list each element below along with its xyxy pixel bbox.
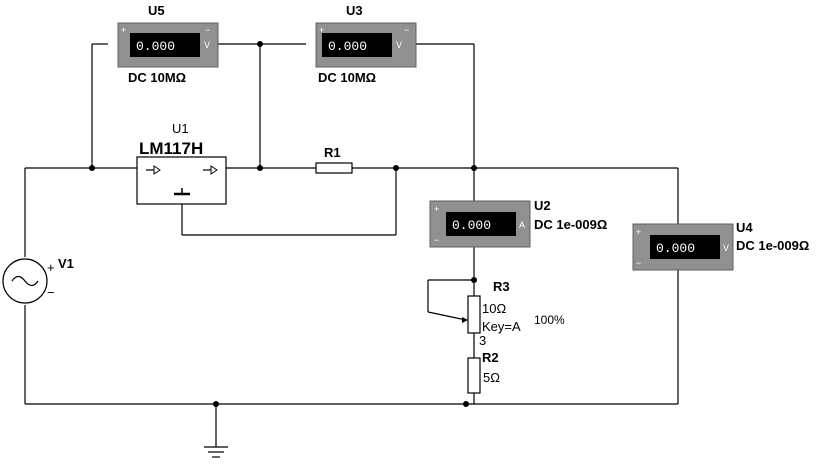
junction-dot xyxy=(257,165,263,171)
u4-label: U4 xyxy=(736,220,753,235)
u3-label: U3 xyxy=(346,3,363,18)
u2-plus-sign: + xyxy=(434,204,439,214)
u5-mode: DC 10MΩ xyxy=(128,70,186,85)
ammeter-u2[interactable]: 0.000 + − A U2 DC 1e-009Ω xyxy=(429,198,607,248)
u2-minus-sign: − xyxy=(434,235,439,245)
source-plus-sign: + xyxy=(47,260,55,275)
junction-dot xyxy=(463,401,469,407)
source-label: V1 xyxy=(58,256,74,271)
source-minus-sign: − xyxy=(47,285,55,300)
junction-dot xyxy=(257,41,263,47)
u5-unit: V xyxy=(204,40,210,50)
u4-reading: 0.000 xyxy=(656,241,695,256)
r2-label: R2 xyxy=(482,350,499,365)
u5-reading: 0.000 xyxy=(136,39,175,54)
r2-body xyxy=(467,357,481,394)
r3-value: 10Ω xyxy=(482,301,506,316)
voltage-source-v1[interactable]: + − V1 xyxy=(2,256,74,304)
junction-dot xyxy=(89,165,95,171)
junction-dots xyxy=(89,41,477,407)
u4-plus-sign: + xyxy=(636,227,641,237)
regulator-u1[interactable]: U1 LM117H xyxy=(136,121,227,205)
regulator-ref-label: U1 xyxy=(172,121,189,136)
potentiometer-r3[interactable]: R3 10Ω Key=A 100% 3 xyxy=(462,279,565,348)
r3-pin-number: 3 xyxy=(479,333,486,348)
regulator-body xyxy=(136,156,227,205)
u2-display xyxy=(446,212,516,236)
junction-dot xyxy=(393,165,399,171)
voltmeter-u5[interactable]: U5 0.000 + − V DC 10MΩ xyxy=(117,3,219,85)
u5-minus-sign: − xyxy=(205,25,210,35)
u3-unit: V xyxy=(396,40,402,50)
u5-label: U5 xyxy=(148,3,165,18)
ground-symbol xyxy=(204,446,228,458)
junction-dot xyxy=(471,277,477,283)
u2-mode: DC 1e-009Ω xyxy=(534,217,607,232)
output-arrow-icon xyxy=(203,165,218,175)
u3-plus-sign: + xyxy=(319,25,324,35)
u3-minus-sign: − xyxy=(404,25,409,35)
regulator-part-label: LM117H xyxy=(139,139,203,158)
u3-mode: DC 10MΩ xyxy=(318,70,376,85)
wiper-arrow-icon xyxy=(462,317,468,323)
r3-label: R3 xyxy=(493,279,510,294)
wires xyxy=(24,43,679,447)
u4-unit: V xyxy=(723,243,729,253)
sine-icon xyxy=(11,275,39,287)
voltmeter-u4[interactable]: 0.000 + − V U4 DC 1e-009Ω xyxy=(632,220,809,271)
u3-display xyxy=(322,33,392,57)
u5-plus-sign: + xyxy=(121,25,126,35)
r3-setting: 100% xyxy=(534,313,565,327)
resistor-r1[interactable]: R1 xyxy=(315,145,353,174)
voltmeter-u3[interactable]: U3 0.000 + − V DC 10MΩ xyxy=(315,3,417,85)
u3-reading: 0.000 xyxy=(328,39,367,54)
r2-value: 5Ω xyxy=(483,370,500,385)
r3-body xyxy=(467,295,481,334)
u2-reading: 0.000 xyxy=(452,218,491,233)
adjust-pin-icon xyxy=(174,188,190,196)
u4-mode: DC 1e-009Ω xyxy=(736,238,809,253)
u2-unit: A xyxy=(519,220,525,230)
r1-body xyxy=(315,162,353,174)
junction-dot xyxy=(471,165,477,171)
resistor-r2[interactable]: R2 5Ω xyxy=(467,350,500,394)
u5-display xyxy=(130,33,200,57)
r3-key: Key=A xyxy=(482,319,521,334)
u4-display xyxy=(650,235,720,259)
r1-label: R1 xyxy=(324,145,341,160)
junction-dot xyxy=(213,401,219,407)
u4-minus-sign: − xyxy=(636,258,641,268)
u2-label: U2 xyxy=(534,198,551,213)
input-arrow-icon xyxy=(146,165,161,175)
